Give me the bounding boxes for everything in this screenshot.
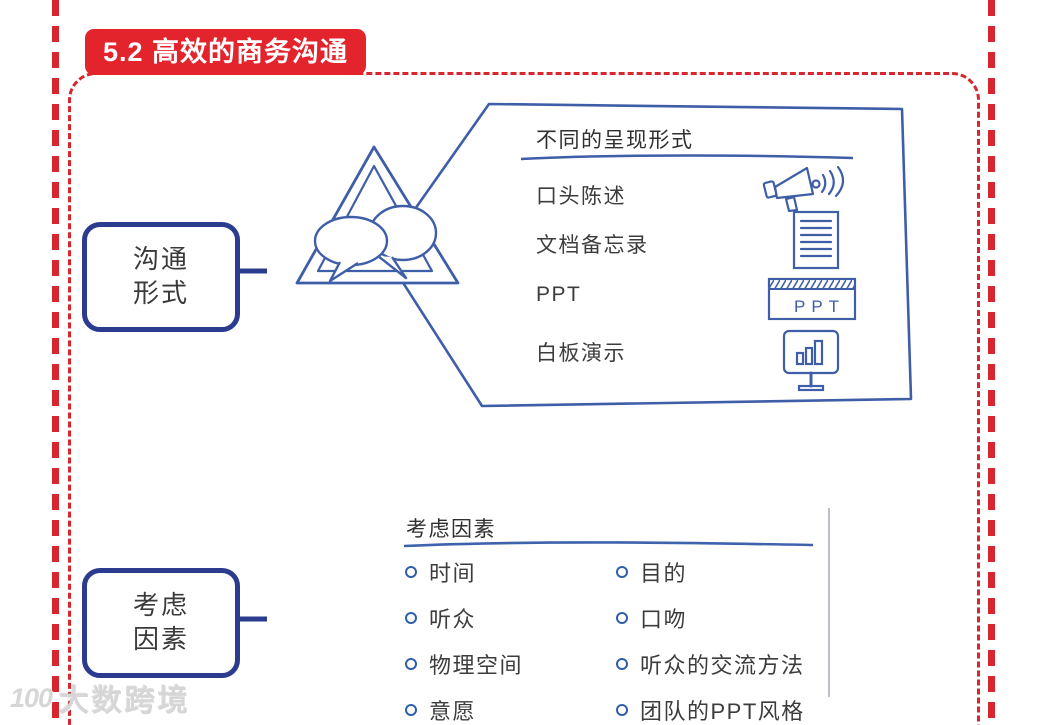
considerations-header-underline (403, 541, 814, 548)
bullet-icon (616, 566, 628, 578)
watermark-logo-icon: 100 (10, 682, 53, 713)
bullet-icon (405, 658, 417, 670)
callout-header-underline (520, 154, 854, 161)
megaphone-icon (762, 165, 845, 213)
section-title-badge: 5.2 高效的商务沟通 (85, 29, 367, 75)
consideration-label: 听众的交流方法 (640, 653, 805, 678)
consideration-label: 意愿 (429, 699, 477, 724)
bullet-icon (616, 612, 628, 624)
presentation-item-label: 白板演示 (536, 342, 626, 365)
bullet-icon (616, 658, 628, 670)
bullet-icon (405, 704, 417, 716)
dialog-triangle-icon (295, 145, 460, 285)
ppt-slide-icon: PPT (767, 277, 857, 321)
consideration-item: 口吻 (616, 602, 805, 634)
chat-bubbles-icon (313, 204, 438, 283)
watermark-text: 大数跨境 (59, 685, 192, 718)
consideration-label: 目的 (640, 561, 688, 586)
consideration-item: 物理空间 (405, 648, 523, 680)
inner-dashed-frame (68, 72, 980, 725)
outer-dashed-border-right (988, 0, 995, 725)
watermark: 100 大数跨境 (10, 676, 191, 720)
node-communication-form: 沟通 形式 (82, 222, 240, 332)
considerations-header: 考虑因素 (406, 518, 496, 541)
consideration-item: 意愿 (405, 694, 523, 725)
consideration-item: 团队的PPT风格 (616, 694, 805, 725)
consideration-item: 听众 (405, 602, 523, 634)
consideration-item: 时间 (405, 556, 523, 588)
consideration-label: 团队的PPT风格 (640, 699, 805, 724)
consideration-item: 目的 (616, 556, 805, 588)
considerations-column-left: 时间 听众 物理空间 意愿 (405, 556, 523, 725)
consideration-item: 听众的交流方法 (616, 648, 805, 680)
presentation-item-label: 文档备忘录 (536, 234, 649, 257)
consideration-label: 听众 (429, 607, 477, 632)
ppt-icon-label: PPT (794, 297, 845, 316)
presentation-item-label: PPT (536, 283, 582, 306)
outer-dashed-border-left (52, 0, 59, 725)
bullet-icon (405, 566, 417, 578)
bullet-icon (405, 612, 417, 624)
node-consider-factors: 考虑 因素 (82, 568, 240, 678)
node-label-line: 形式 (132, 278, 189, 308)
consideration-label: 物理空间 (429, 653, 524, 678)
consideration-label: 时间 (429, 561, 477, 586)
presentation-board-icon (782, 329, 840, 392)
node-label-line: 沟通 (132, 244, 189, 275)
node-label-line: 考虑 (132, 590, 189, 621)
document-icon (792, 210, 840, 270)
presentation-item-label: 口头陈述 (536, 185, 626, 208)
callout-header: 不同的呈现形式 (536, 129, 694, 152)
considerations-column-right: 目的 口吻 听众的交流方法 团队的PPT风格 (616, 556, 805, 725)
consideration-label: 口吻 (640, 607, 688, 632)
node-label-line: 因素 (132, 624, 189, 654)
bullet-icon (616, 704, 628, 716)
